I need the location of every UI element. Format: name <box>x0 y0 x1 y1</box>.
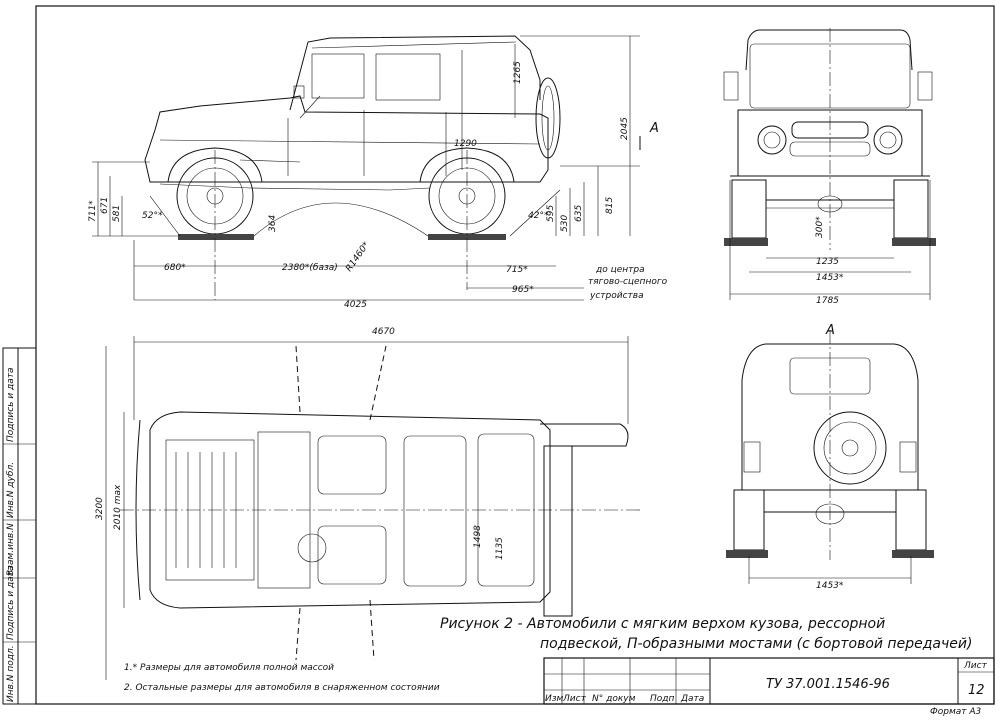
caption-line-2: подвеской, П-образными мостами (с бортов… <box>540 636 972 652</box>
tb-col-izm: Изм <box>545 694 564 704</box>
hitch-note-1: до центра <box>595 265 645 275</box>
stamp-label-1: Инв.N подл. <box>6 645 16 702</box>
dim-1453-rear: 1453* <box>816 581 844 591</box>
dim-1785: 1785 <box>816 296 839 306</box>
dim-581: 581 <box>112 205 122 222</box>
dim-1135: 1135 <box>495 537 505 560</box>
note-1: 1.* Размеры для автомобиля полной массой <box>124 663 334 673</box>
dim-radius: R1460* <box>344 240 372 274</box>
dim-671: 671 <box>100 197 110 214</box>
doc-code: ТУ 37.001.1546-96 <box>766 677 890 692</box>
dim-715: 715* <box>506 265 528 275</box>
dim-680: 680* <box>164 263 186 273</box>
dim-815: 815 <box>605 197 615 214</box>
dim-530: 530 <box>560 215 570 232</box>
side-view: 711* 671 581 52°* 364 R1460* 42°* 1265 1… <box>88 35 668 310</box>
dim-2045: 2045 <box>620 117 630 140</box>
hitch-note-2: тягово-сцепного <box>588 277 668 287</box>
tb-col-docnum: N° докум <box>592 694 636 704</box>
note-2: 2. Остальные размеры для автомобиля в сн… <box>124 683 440 693</box>
dim-300: 300* <box>815 216 825 238</box>
tb-col-list: Лист <box>562 694 587 704</box>
dim-angle-rear: 42°* <box>528 211 549 221</box>
dim-wheelbase: 2380*(база) <box>282 263 338 273</box>
dim-1453-front: 1453* <box>816 273 844 283</box>
stamp-label-3: Взам.инв.N <box>6 523 16 576</box>
format-label: Формат А3 <box>930 707 982 716</box>
dim-635: 635 <box>574 205 584 222</box>
dim-angle-front: 52°* <box>142 211 163 221</box>
dim-4025: 4025 <box>344 300 367 310</box>
dim-3200: 3200 <box>95 497 105 520</box>
stamp-label-5: Подпись и дата <box>6 367 16 442</box>
stamp-label-2: Подпись и дата <box>6 565 16 640</box>
top-view: 4670 3200 2010 max 1498 1135 <box>95 327 640 680</box>
tb-col-date: Дата <box>680 694 704 704</box>
front-view: 300* 1235 1453* 1785 <box>723 28 936 306</box>
dim-364: 364 <box>268 215 278 232</box>
dim-1498: 1498 <box>473 525 483 548</box>
dim-965: 965* <box>512 285 534 295</box>
dim-4670: 4670 <box>372 327 395 337</box>
dim-1235: 1235 <box>816 257 839 267</box>
dim-595: 595 <box>546 205 556 222</box>
rear-view: A 1453* <box>726 323 934 591</box>
margin-stamp: Инв.N подл. Подпись и дата Взам.инв.N Ин… <box>2 347 37 705</box>
dim-1265: 1265 <box>513 61 523 84</box>
hitch-note-3: устройства <box>589 291 644 301</box>
tb-col-sign: Подп <box>650 694 674 704</box>
dim-2010: 2010 max <box>113 484 123 530</box>
view-label-a-rear: A <box>825 323 835 338</box>
title-block: Изм Лист N° докум Подп Дата ТУ 37.001.15… <box>543 657 995 705</box>
view-label-a-side: A <box>649 121 659 136</box>
caption-line-1: Рисунок 2 - Автомобили с мягким верхом к… <box>440 616 885 632</box>
dim-711: 711* <box>88 200 98 222</box>
dim-1290: 1290 <box>454 139 477 149</box>
sheet-label: Лист <box>963 661 988 671</box>
sheet-number: 12 <box>968 683 985 698</box>
stamp-label-4: Инв.N дубл. <box>6 462 16 518</box>
